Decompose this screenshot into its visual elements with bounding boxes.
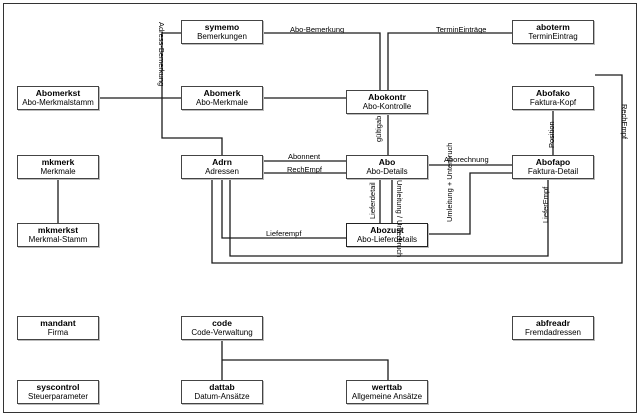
entity-werttab[interactable]: werttab Allgemeine Ansätze [346, 380, 428, 404]
label-umleitung-unterbruch-2: Umleitung + Unterbruch [445, 142, 454, 222]
label-aborechnung: Aborechnung [444, 155, 489, 164]
entity-subtitle: Faktura-Detail [527, 167, 579, 176]
entity-subtitle: Bemerkungen [197, 32, 247, 41]
entity-subtitle: Adressen [205, 167, 239, 176]
entity-code[interactable]: code Code-Verwaltung [181, 316, 263, 340]
entity-adrn[interactable]: Adrn Adressen [181, 155, 263, 179]
entity-subtitle: Firma [47, 328, 69, 337]
entity-dattab[interactable]: dattab Datum-Ansätze [181, 380, 263, 404]
entity-mkmerk[interactable]: mkmerk Merkmale [17, 155, 99, 179]
entity-subtitle: Abo-Details [366, 167, 408, 176]
label-umleitung-unterbruch-1: Umleitung / Unterbruch [395, 180, 404, 258]
entity-title: Abomerk [203, 88, 241, 98]
entity-subtitle: Allgemeine Ansätze [351, 392, 423, 401]
entity-subtitle: Abo-Merkmalstamm [22, 98, 94, 107]
link-code-werttab [222, 359, 389, 380]
entity-title: Abofako [536, 88, 570, 98]
label-adress-bemerkung: Adress-Bemerkung [157, 22, 166, 87]
entity-abomerk[interactable]: Abomerk Abo-Merkmale [181, 86, 263, 110]
entity-title: dattab [209, 382, 235, 392]
entity-syscontrol[interactable]: syscontrol Steuerparameter [17, 380, 99, 404]
entity-title: mkmerkst [37, 225, 79, 235]
entity-title: Abozust [370, 225, 404, 235]
entity-title: mkmerk [41, 157, 75, 167]
link-lieferempf-right [229, 179, 549, 257]
entity-title: Adrn [212, 157, 232, 167]
entity-abo[interactable]: Abo Abo-Details [346, 155, 428, 179]
entity-subtitle: Datum-Ansätze [194, 392, 250, 401]
link-lieferempf [221, 179, 346, 239]
entity-title: abfreadr [535, 318, 570, 328]
entity-subtitle: Abo-Merkmale [195, 98, 248, 107]
entity-title: code [212, 318, 232, 328]
label-lieferempf-right: LieferEmpf [541, 186, 550, 223]
label-lieferempf: Lieferempf [266, 229, 302, 238]
entity-subtitle: Merkmal-Stamm [28, 235, 88, 244]
entity-abomerkst[interactable]: Abomerkst Abo-Merkmalstamm [17, 86, 99, 110]
entity-abofapo[interactable]: Abofapo Faktura-Detail [512, 155, 594, 179]
link-symemo-adrn [161, 32, 223, 155]
entity-subtitle: Steuerparameter [27, 392, 89, 401]
label-rechempf: RechEmpf [287, 165, 323, 174]
label-gueltigab: gültigab [374, 115, 383, 142]
entity-subtitle: Abo-Lieferdetails [356, 235, 418, 244]
link-symemo-abokontr [263, 32, 381, 90]
link-aboterm-abo [387, 32, 512, 90]
entity-title: aboterm [536, 22, 570, 32]
entity-title: mandant [40, 318, 76, 328]
entity-abofako[interactable]: Abofako Faktura-Kopf [512, 86, 594, 110]
link-rechempf-right [211, 74, 623, 264]
entity-title: symemo [204, 22, 240, 32]
entity-abozust[interactable]: Abozust Abo-Lieferdetails [346, 223, 428, 247]
entity-subtitle: Fremdadressen [524, 328, 582, 337]
entity-subtitle: Abo-Kontrolle [362, 102, 412, 111]
entity-title: Abokontr [368, 92, 406, 102]
entity-subtitle: Code-Verwaltung [191, 328, 253, 337]
entity-title: syscontrol [36, 382, 80, 392]
entity-mkmerkst[interactable]: mkmerkst Merkmal-Stamm [17, 223, 99, 247]
entity-title: Abomerkst [35, 88, 81, 98]
entity-symemo[interactable]: symemo Bemerkungen [181, 20, 263, 44]
label-abo-bemerkung: Abo-Bemerkung [290, 25, 345, 34]
entity-title: werttab [371, 382, 403, 392]
label-lieferdetail: Lieferdetail [368, 182, 377, 219]
link-abofapo-abozust [428, 172, 512, 235]
label-abonnent: Abonnent [288, 152, 321, 161]
entity-mandant[interactable]: mandant Firma [17, 316, 99, 340]
entity-abfreadr[interactable]: abfreadr Fremdadressen [512, 316, 594, 340]
entity-aboterm[interactable]: aboterm TerminEintrag [512, 20, 594, 44]
label-rechempf-right: RechEmpf [620, 104, 629, 140]
label-position: Position [547, 121, 556, 148]
entity-abokontr[interactable]: Abokontr Abo-Kontrolle [346, 90, 428, 114]
entity-title: Abofapo [535, 157, 571, 167]
entity-title: Abo [378, 157, 396, 167]
diagram-frame [3, 3, 637, 413]
entity-subtitle: Merkmale [40, 167, 76, 176]
entity-subtitle: Faktura-Kopf [529, 98, 577, 107]
entity-subtitle: TerminEintrag [528, 32, 578, 41]
label-termin-eintraege: TerminEinträge [436, 25, 487, 34]
